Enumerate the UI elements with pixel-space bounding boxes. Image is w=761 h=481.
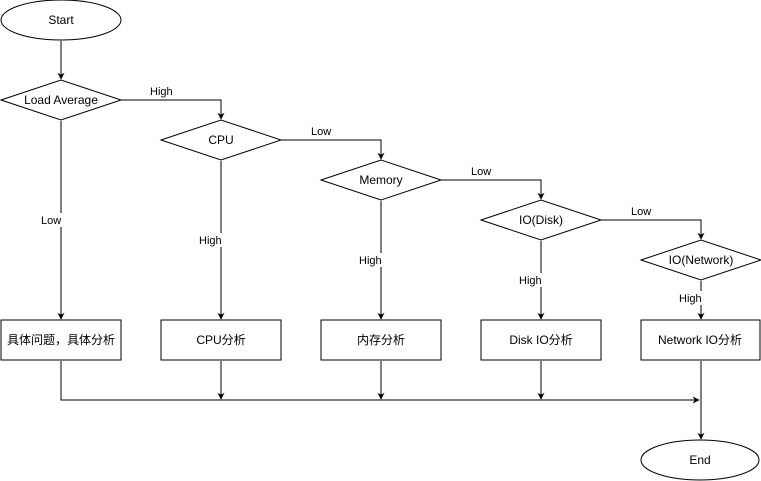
- memory-decision: [319, 159, 443, 201]
- edge-load-high-to-cpu: [121, 99, 225, 120]
- edge-label-memory-low: Low: [471, 166, 491, 178]
- network-io-analysis-label: Network IO分析: [658, 333, 742, 347]
- edge-disk-low-to-network: [601, 219, 705, 240]
- specific-analysis-label: 具体问题，具体分析: [7, 333, 115, 347]
- end-terminal: [640, 439, 760, 481]
- io-disk-label: IO(Disk): [519, 213, 563, 227]
- io-network-decision: [639, 239, 761, 281]
- edge-label-cpu-high: High: [199, 235, 222, 247]
- cpu-decision: [159, 119, 283, 161]
- edge-label-load-high: High: [150, 86, 173, 98]
- edge-label-disk-high: High: [519, 275, 542, 287]
- cpu-label: CPU: [208, 133, 233, 147]
- load-average-decision: [0, 79, 123, 121]
- edge-label-disk-low: Low: [631, 206, 651, 218]
- memory-analysis-box: [320, 319, 442, 361]
- disk-io-analysis-label: Disk IO分析: [509, 333, 572, 347]
- load-average-label: Load Average: [24, 93, 98, 107]
- edge-memory-low-to-disk: [441, 179, 545, 200]
- network-io-analysis-box: [640, 319, 761, 361]
- edge-specific-merge: [60, 361, 700, 404]
- start-terminal: [0, 0, 122, 41]
- edge-label-memory-high: High: [359, 255, 382, 267]
- memory-label: Memory: [359, 173, 402, 187]
- edge-label-cpu-low: Low: [311, 126, 331, 138]
- cpu-analysis-box: [160, 319, 282, 361]
- io-network-label: IO(Network): [669, 253, 734, 267]
- disk-io-analysis-box: [480, 319, 602, 361]
- specific-analysis-box: [0, 319, 122, 361]
- end-label: End: [689, 453, 710, 467]
- edge-cpu-low-to-memory: [281, 139, 385, 160]
- edge-label-load-low: Low: [41, 215, 61, 227]
- memory-analysis-label: 内存分析: [357, 333, 405, 347]
- edge-label-network-high: High: [679, 293, 702, 305]
- cpu-analysis-label: CPU分析: [196, 333, 245, 347]
- io-disk-decision: [479, 199, 603, 241]
- start-label: Start: [48, 13, 74, 27]
